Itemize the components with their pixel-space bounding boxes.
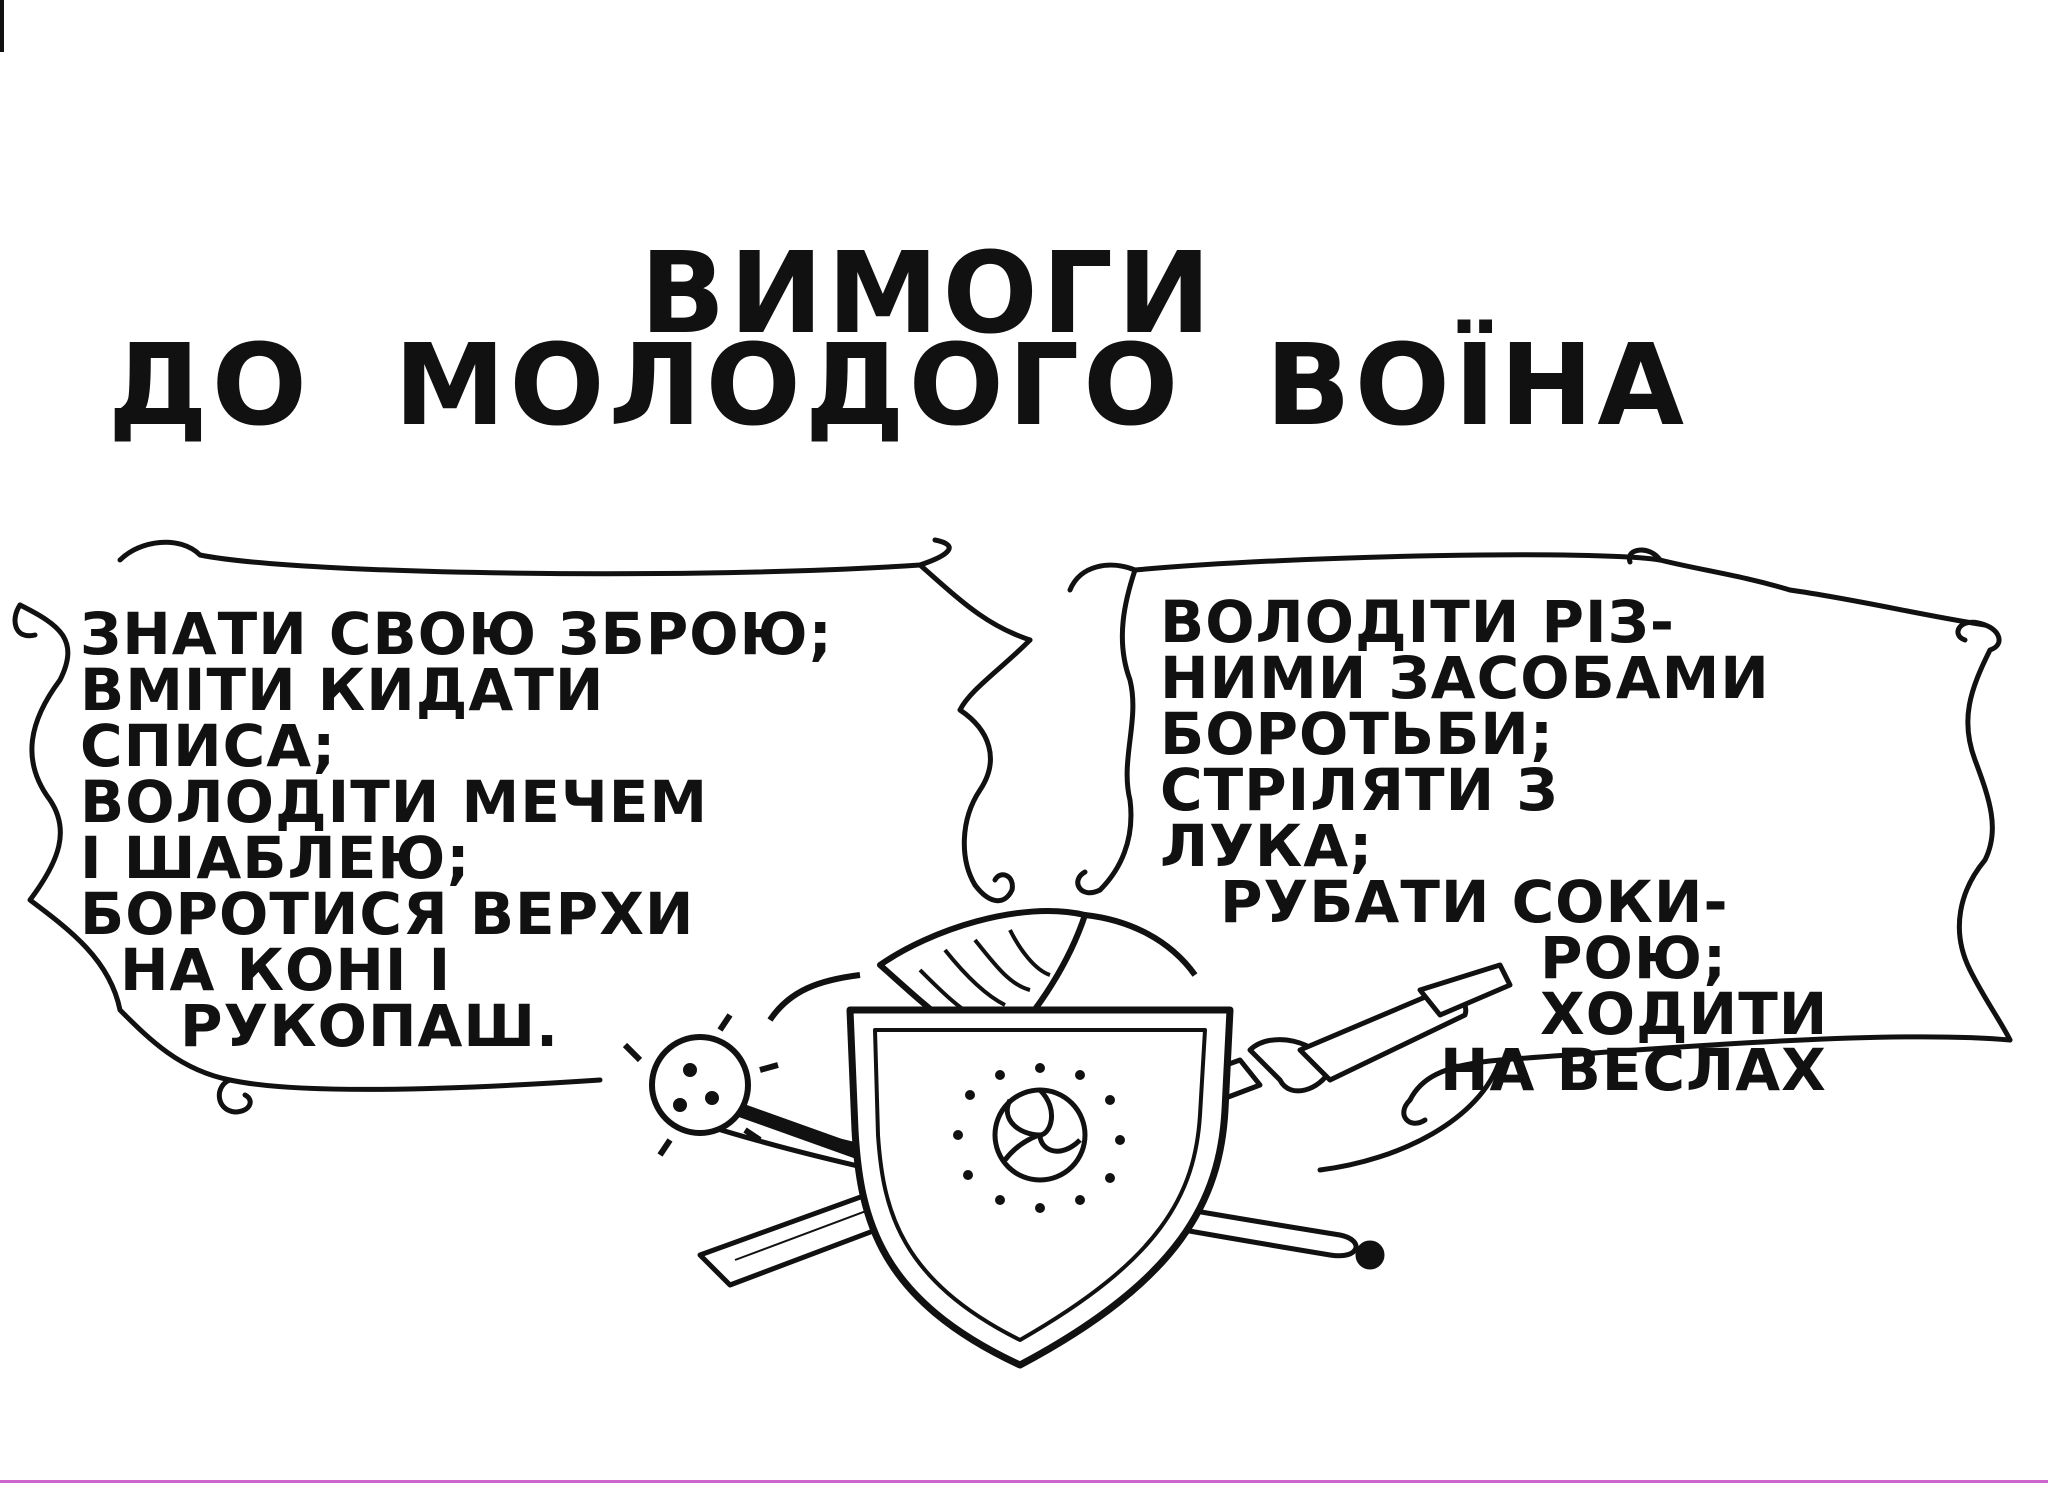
left-line-7: НА КОНІ І <box>120 936 452 1004</box>
right-line-8: ХОДИТИ <box>1540 980 1829 1048</box>
right-line-7: РОЮ; <box>1540 924 1728 992</box>
scan-edge-mark <box>0 0 4 52</box>
left-line-8: РУКОПАШ. <box>180 992 560 1060</box>
page-title-line-2: ДО МОЛОДОГО ВОЇНА <box>108 321 1689 451</box>
right-scroll-text: ВОЛОДІТИ РІЗ- НИМИ ЗАСОБАМИ БОРОТЬБИ; СТ… <box>1160 588 1829 1104</box>
page-title-line-1: ВИМОГИ <box>640 229 1215 359</box>
left-scroll-text: ЗНАТИ СВОЮ ЗБРОЮ; ВМІТИ КИДАТИ СПИСА; ВО… <box>80 600 833 1060</box>
left-line-6: БОРОТИСЯ ВЕРХИ <box>80 880 695 948</box>
right-line-5: ЛУКА; <box>1160 812 1374 880</box>
right-scroll-banner-icon <box>1067 547 2013 1173</box>
scan-bottom-border <box>0 1480 2048 1483</box>
right-line-2: НИМИ ЗАСОБАМИ <box>1160 644 1770 712</box>
left-scroll-banner-icon <box>12 537 1033 1115</box>
left-line-5: І ШАБЛЕЮ; <box>80 824 471 892</box>
shield-icon <box>846 1006 1234 1369</box>
right-line-4: СТРІЛЯТИ З <box>1160 756 1559 824</box>
left-line-1: ЗНАТИ СВОЮ ЗБРОЮ; <box>80 600 833 668</box>
left-line-2: ВМІТИ КИДАТИ <box>80 656 605 724</box>
left-line-4: ВОЛОДІТИ МЕЧЕМ <box>80 768 709 836</box>
right-line-9: НА ВЕСЛАХ <box>1440 1036 1827 1104</box>
right-line-6: РУБАТИ СОКИ- <box>1220 868 1729 936</box>
right-line-3: БОРОТЬБИ; <box>1160 700 1555 768</box>
right-line-1: ВОЛОДІТИ РІЗ- <box>1160 588 1675 656</box>
sun-emblem-icon <box>953 1063 1125 1213</box>
left-line-3: СПИСА; <box>80 712 337 780</box>
